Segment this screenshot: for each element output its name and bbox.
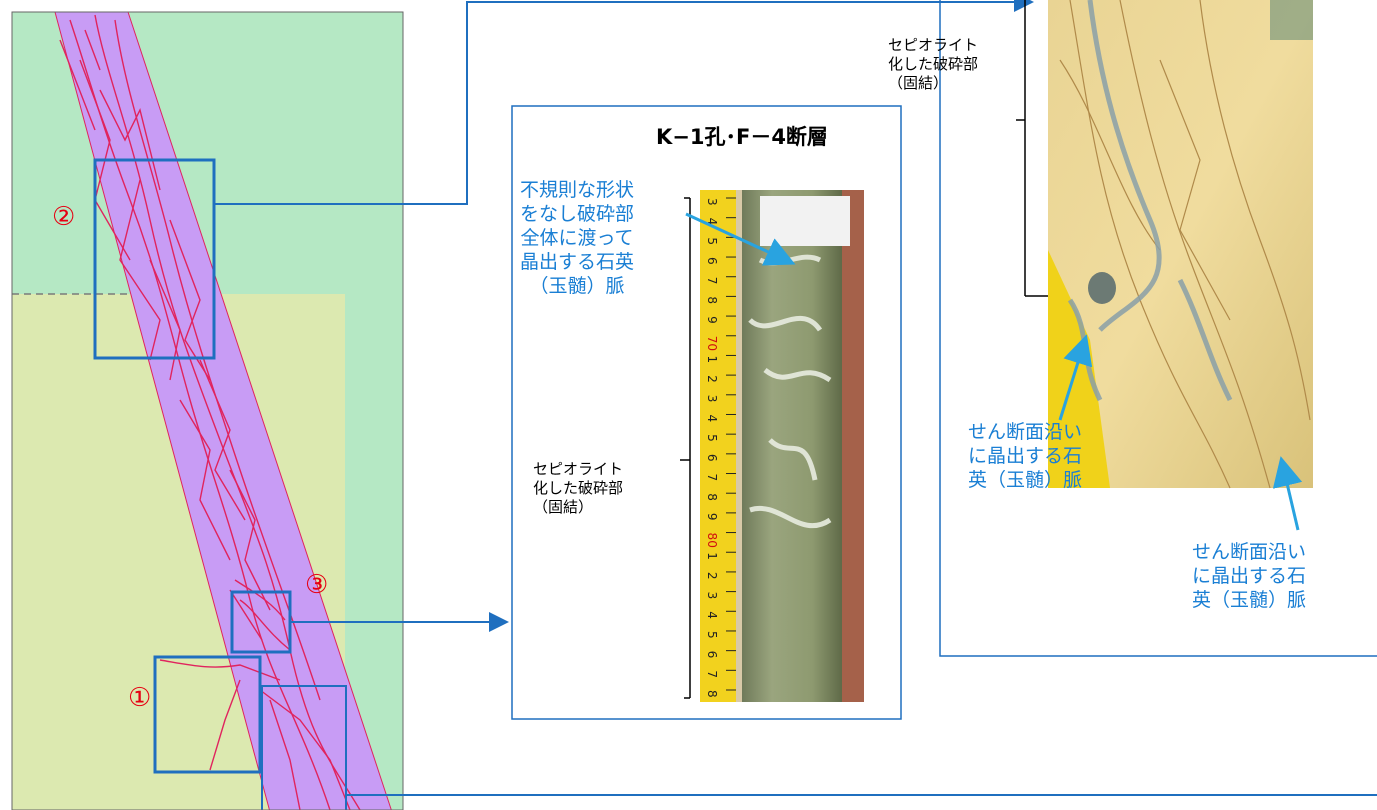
scale-tick-label: 4 <box>705 414 719 422</box>
scale-tick-label: 6 <box>705 257 719 265</box>
frame-1b <box>261 685 347 810</box>
scale-tick-label: 9 <box>705 316 719 324</box>
scale-tick-label: 8 <box>705 493 719 501</box>
scale-tick-label: 3 <box>705 395 719 403</box>
vein-pointer <box>685 212 796 266</box>
scale-tick-label: 80 <box>705 533 719 548</box>
note-shear-vein-a: せん断面沿い に晶出する石 英（玉髄）脈 <box>968 421 1083 491</box>
scale-tick-label: 5 <box>705 237 719 245</box>
scale-tick-label: 3 <box>705 592 719 600</box>
scale-tick-label: 9 <box>705 513 719 521</box>
fault-veins <box>59 14 361 810</box>
connector-2 <box>214 0 1034 205</box>
scale-tick-label: 6 <box>705 454 719 462</box>
scale-tick-label: 4 <box>705 218 719 226</box>
geologic-sketch <box>12 12 403 810</box>
fault-zone <box>54 12 392 810</box>
scale-tick-label: 1 <box>705 355 719 363</box>
scale-tick-label: 8 <box>705 296 719 304</box>
slab-photo-panel <box>939 0 1377 657</box>
label-2: ② <box>52 202 76 232</box>
scale-tick-label: 5 <box>705 434 719 442</box>
scale-tick-label: 2 <box>705 375 719 383</box>
note-irregular-vein: 不規則な形状 をなし破砕部 全体に渡って 晶出する石英 （玉髄）脈 <box>520 179 635 297</box>
scale-tick-label: 2 <box>705 572 719 580</box>
scale-tick-label: 1 <box>705 552 719 560</box>
core-photo: 3 4 5 6 7 8 9 70 1 2 3 4 5 6 7 8 9 80 1 2 3 4 5 6 7 8 <box>700 190 864 702</box>
slab-photo <box>1048 0 1313 489</box>
note-shear-vein-b: せん断面沿い に晶出する石 英（玉髄）脈 <box>1192 541 1307 611</box>
photo-title: K−1孔･F－4断層 <box>656 125 828 149</box>
shear-pointer-b <box>1272 456 1303 531</box>
core-photo-panel: 3 4 5 6 7 8 9 70 1 2 3 4 5 6 7 8 9 80 1 2 3 4 5 6 7 8 <box>511 105 902 720</box>
scale-tick-label: 6 <box>705 651 719 659</box>
frame-1 <box>153 655 262 774</box>
scale-tick-label: 8 <box>705 690 719 698</box>
note-sepiolite-zone: セピオライト 化した破砕部 （固結） <box>533 460 624 516</box>
scale-tick-label: 3 <box>705 198 719 206</box>
scale-tick-label: 70 <box>705 336 719 351</box>
scale-tick-label: 7 <box>705 474 719 482</box>
sketch-border <box>11 11 404 810</box>
label-3: ③ <box>305 570 329 600</box>
scale-tick-label: 4 <box>705 611 719 619</box>
scale-tick-label: 7 <box>705 277 719 285</box>
shear-pointer-a <box>1058 334 1093 421</box>
note-sepiolite-zone-2: セピオライト 化した破砕部 （固結） <box>888 36 979 92</box>
frame-2 <box>93 158 216 360</box>
label-1: ① <box>128 683 152 713</box>
scale-tick-label: 7 <box>705 670 719 678</box>
scale-tick-label: 5 <box>705 631 719 639</box>
